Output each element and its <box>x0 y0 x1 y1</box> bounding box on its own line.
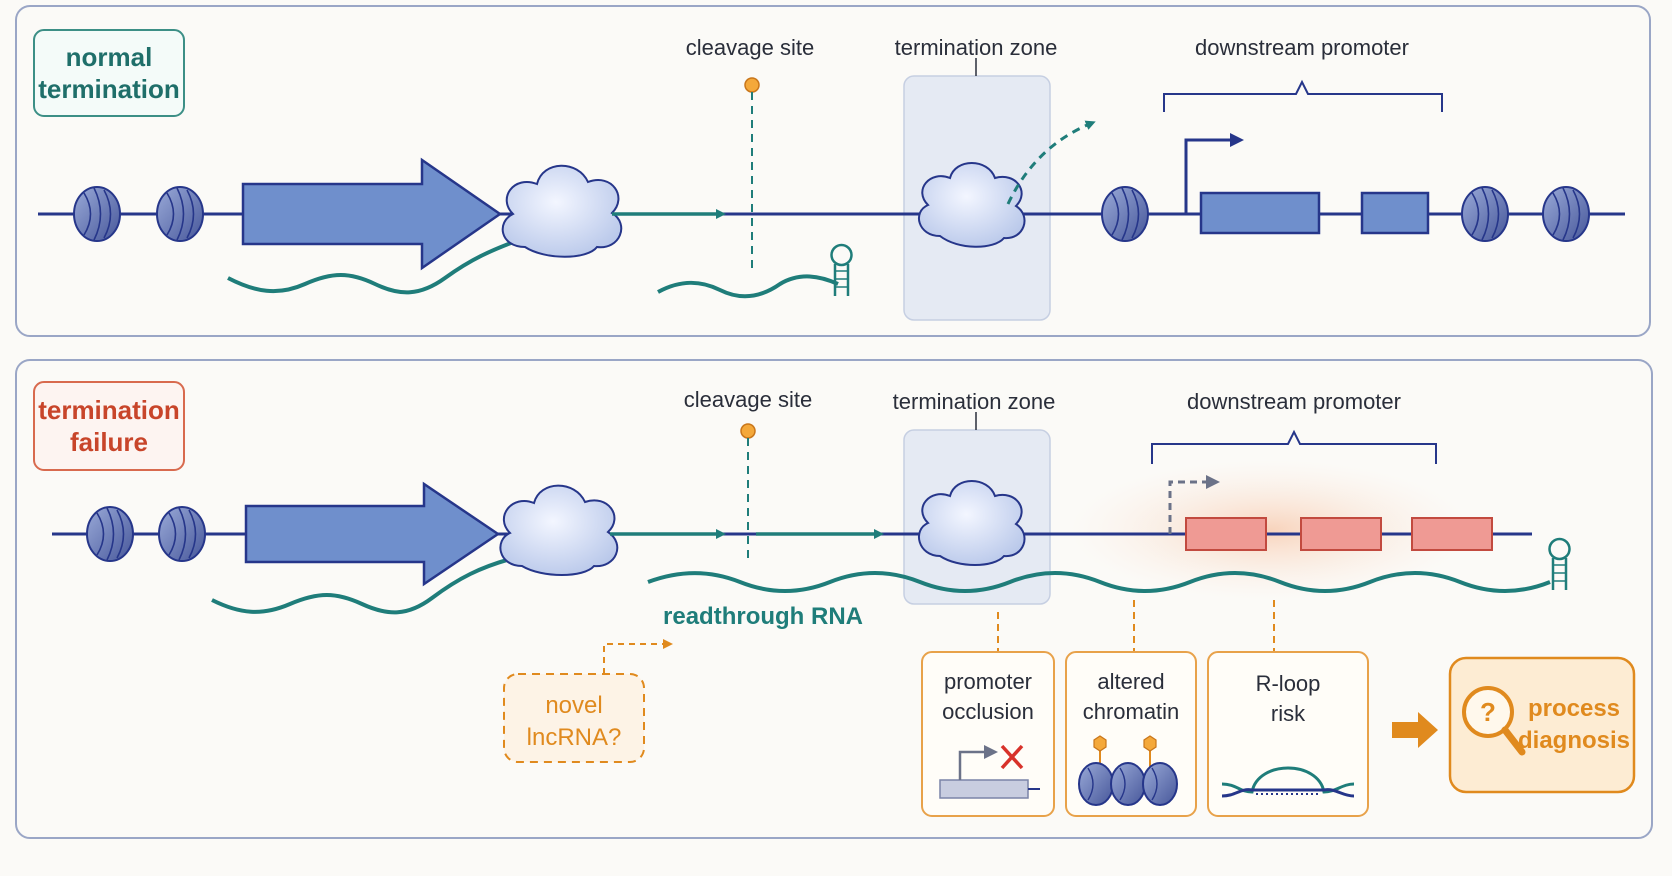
diagnosis-line1: process <box>1528 695 1620 722</box>
lncrna-line1: novel <box>545 692 602 719</box>
readthrough-rna <box>647 571 1551 593</box>
polymerase-icon <box>499 484 619 576</box>
exon-box <box>1411 517 1493 551</box>
polymerase-icon <box>501 164 623 258</box>
normal-badge <box>33 29 185 117</box>
exon-box <box>1360 191 1430 235</box>
exon-box <box>1300 517 1382 551</box>
cleavage-site-marker <box>740 423 756 439</box>
svg-text:?: ? <box>1480 697 1496 727</box>
normal-badge-line2: termination <box>38 74 180 104</box>
termination-zone-label: termination zone <box>895 35 1058 60</box>
failure-badge <box>33 381 185 471</box>
cleavage-site-marker <box>744 77 760 93</box>
cleavage-site-label: cleavage site <box>686 35 814 60</box>
promoter-bracket <box>1151 429 1437 464</box>
nucleosome-icon <box>156 186 204 242</box>
modified-nucleosome-icon <box>1078 735 1178 806</box>
downstream-promoter-label: downstream promoter <box>1187 389 1401 414</box>
hairpin-icon <box>830 243 853 296</box>
consequence-2-line2: chromatin <box>1083 699 1180 724</box>
r-loop-icon <box>1221 766 1355 798</box>
consequence-3-line2: risk <box>1271 701 1306 726</box>
failure-badge-line2: failure <box>70 427 148 457</box>
nascent-rna <box>227 233 534 295</box>
consequence-1-line1: promoter <box>944 669 1032 694</box>
diagnosis-line2: diagnosis <box>1518 727 1630 754</box>
cleavage-site-label: cleavage site <box>684 387 812 412</box>
termination-zone-label: termination zone <box>893 389 1056 414</box>
hairpin-icon <box>1548 537 1571 590</box>
magnifier-question-icon: ? <box>1462 686 1526 756</box>
polymerase-icon <box>918 162 1026 248</box>
nucleosome-icon <box>158 506 206 562</box>
readthrough-label: readthrough RNA <box>663 603 863 630</box>
consequence-box-promoter-occlusion <box>921 651 1055 817</box>
normal-badge-line1: normal <box>66 42 153 72</box>
consequence-1-line2: occlusion <box>942 699 1034 724</box>
promoter-bracket <box>1163 79 1443 112</box>
nascent-rna <box>211 552 526 615</box>
downstream-promoter-label: downstream promoter <box>1195 35 1409 60</box>
tss-arrow <box>1184 133 1244 214</box>
release-arrow <box>1006 120 1096 205</box>
nucleosome-icon <box>73 186 121 242</box>
nucleosome-icon <box>1101 186 1149 242</box>
gene-arrow <box>244 481 501 587</box>
exon-box <box>1199 191 1321 235</box>
polymerase-icon <box>918 480 1026 566</box>
lncrna-box <box>503 673 645 763</box>
nucleosome-icon <box>86 506 134 562</box>
lncrna-line2: lncRNA? <box>527 724 622 751</box>
nucleosome-icon <box>1461 186 1509 242</box>
gene-arrow <box>241 157 503 271</box>
consequence-box-rloop <box>1207 651 1369 817</box>
failure-panel <box>15 359 1653 839</box>
blocked-promoter-icon <box>939 744 1040 799</box>
consequence-3-line1: R-loop <box>1256 671 1321 696</box>
nucleosome-icon <box>1542 186 1590 242</box>
exon-box <box>1185 517 1267 551</box>
diagnosis-arrow <box>1392 712 1438 748</box>
failure-badge-line1: termination <box>38 395 180 425</box>
tss-arrow-dimmed <box>1168 475 1220 534</box>
cleaved-rna <box>657 274 839 299</box>
consequence-2-line1: altered <box>1097 669 1164 694</box>
